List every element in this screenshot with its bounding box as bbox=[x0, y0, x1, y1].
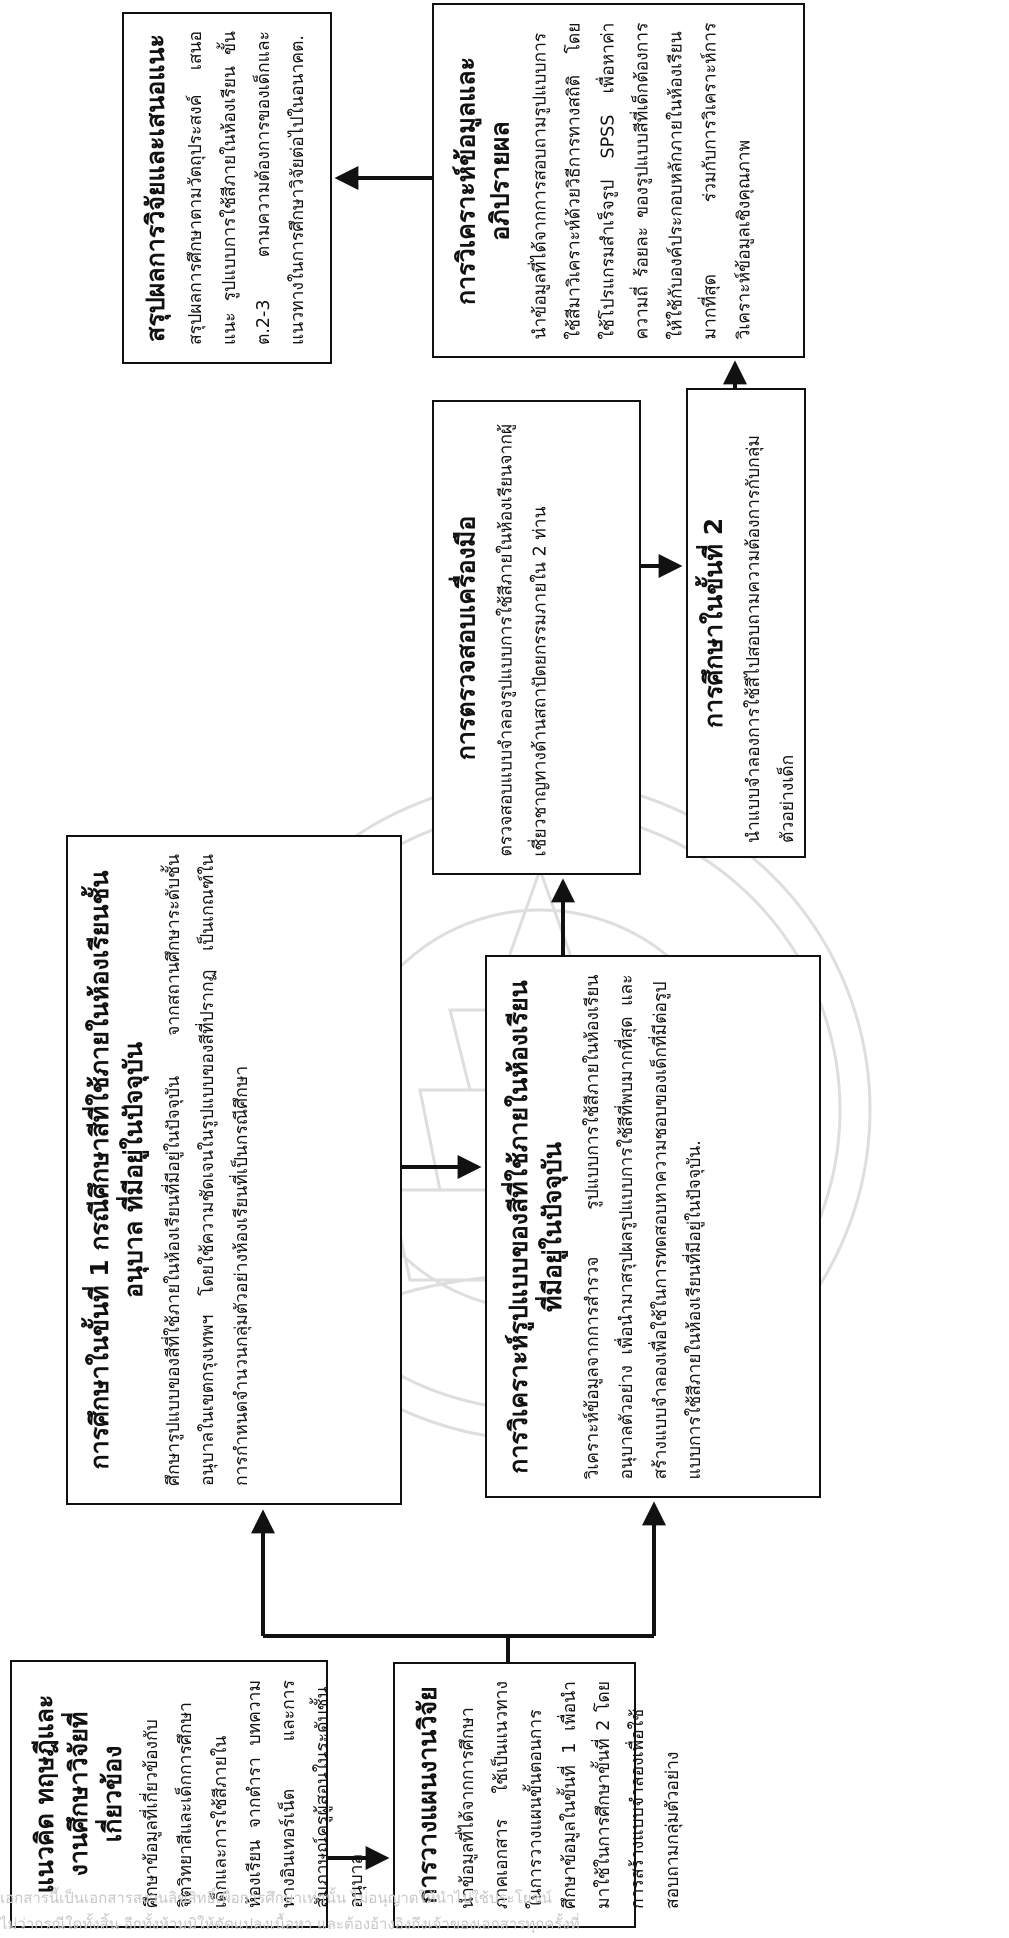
conclusion-box: สรุปผลการวิจัยและเสนอแนะ สรุปผลการศึกษาต… bbox=[122, 12, 332, 364]
analysis1-box: การวิเคราะห์รูปแบบของสีที่ใช้ภายในห้องเร… bbox=[485, 955, 821, 1498]
analysis2-body: นำข้อมูลที่ได้จากการสอบถามรูปแบบการใช้สี… bbox=[529, 22, 755, 339]
analysis2-box: การวิเคราะห์ข้อมูลและอภิปรายผล นำข้อมูลท… bbox=[432, 3, 805, 358]
stage1-box: การศึกษาในขั้นที่ 1 กรณีศึกษาสีที่ใช้ภาย… bbox=[66, 835, 402, 1505]
concept-title: แนวคิด ทฤษฎีและงานศึกษาวิจัยที่เกี่ยวข้อ… bbox=[30, 1694, 127, 1894]
analysis2-title: การวิเคราะห์ข้อมูลและอภิปรายผล bbox=[451, 56, 514, 305]
footer-notice-line2: ไม่ว่ากรณีใดทั้งสิ้น อีกทั้งห้ามมิให้ดัด… bbox=[0, 1915, 580, 1933]
stage2-body: นำแบบจำลองการใช้สีไปสอบถามความต้องการกับ… bbox=[743, 435, 798, 843]
conclusion-body: สรุปผลการศึกษาตามวัตถุประสงค์ เสนอแนะ รู… bbox=[185, 31, 309, 345]
stage2-box: การศึกษาในขั้นที่ 2 นำแบบจำลองการใช้สีไป… bbox=[686, 388, 806, 858]
stage1-body: ศึกษารูปแบบของสีที่ใช้ภายในห้องเรียนที่ม… bbox=[163, 854, 252, 1486]
plan-body: นำข้อมูลที่ได้จากการศึกษาภาคเอกสาร ใช้เป… bbox=[457, 1681, 682, 1909]
conclusion-title: สรุปผลการวิจัยและเสนอแนะ bbox=[141, 34, 170, 342]
analysis1-title: การวิเคราะห์รูปแบบของสีที่ใช้ภายในห้องเร… bbox=[504, 979, 567, 1474]
analysis1-body: วิเคราะห์ข้อมูลจากการสำรวจ รูปแบบการใช้ส… bbox=[582, 974, 705, 1479]
verify-body: ตรวจสอบแบบจำลองรูปแบบการใช้สีภายในห้องเร… bbox=[495, 423, 550, 856]
verify-title: การตรวจสอบเครื่องมือ bbox=[451, 515, 480, 760]
stage1-title: การศึกษาในขั้นที่ 1 กรณีศึกษาสีที่ใช้ภาย… bbox=[85, 870, 148, 1470]
plan-title: การวางแผนงานวิจัย bbox=[412, 1686, 442, 1904]
footer-notice-line1: เอกสารนี้เป็นเอกสารสงวนลิขสิทธิ์เพื่อการ… bbox=[0, 1889, 552, 1907]
stage2-title: การศึกษาในขั้นที่ 2 bbox=[699, 517, 728, 729]
plan-box: การวางแผนงานวิจัย นำข้อมูลที่ได้จากการศึ… bbox=[393, 1662, 682, 1928]
concept-body: ศึกษาข้อมูลที่เกี่ยวข้องกับจิตวิทยาสีและ… bbox=[142, 1680, 367, 1908]
verify-box: การตรวจสอบเครื่องมือ ตรวจสอบแบบจำลองรูปแ… bbox=[432, 400, 641, 875]
concept-box: แนวคิด ทฤษฎีและงานศึกษาวิจัยที่เกี่ยวข้อ… bbox=[10, 1660, 367, 1928]
